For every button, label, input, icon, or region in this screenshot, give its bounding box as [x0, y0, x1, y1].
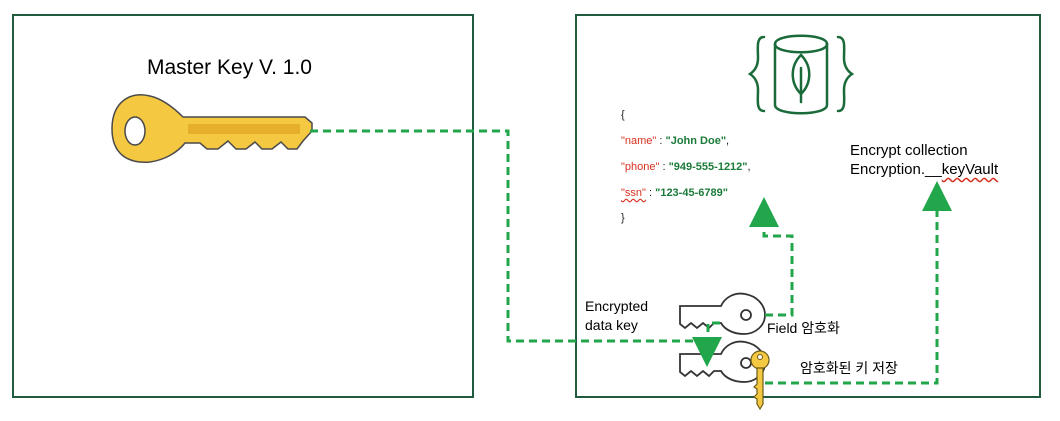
master-key-title: Master Key V. 1.0: [147, 56, 312, 79]
field-encryption-label: Field 암호화: [767, 320, 840, 336]
json-close-brace: }: [621, 212, 625, 224]
key-connector-line: [706, 321, 720, 338]
json-value: "123-45-6789": [655, 187, 728, 199]
master-key-to-data-key-arrow: [310, 129, 722, 367]
json-key: "ssn": [621, 187, 646, 199]
encrypted-key-stored-label: 암호화된 키 저장: [800, 360, 898, 376]
json-open-brace: {: [621, 109, 625, 121]
database-leaf-icon: [747, 34, 855, 115]
json-value: "John Doe": [665, 135, 727, 147]
json-key: "phone": [621, 161, 660, 173]
small-gold-key-icon: [750, 350, 770, 411]
encrypted-data-key-label: Encrypted data key: [585, 298, 649, 333]
json-field-ssn: "ssn" : "123-45-6789": [621, 187, 728, 199]
encrypt-collection-label: Encrypt collection Encryption.__keyVault: [850, 142, 999, 178]
json-field-phone: "phone" : "949-555-1212",: [621, 161, 751, 173]
json-field-name: "name" : "John Doe",: [621, 135, 730, 147]
keyvault-arrow: [765, 181, 952, 385]
data-key-to-document-arrow: [749, 197, 794, 317]
data-key-icon: [679, 292, 766, 335]
json-key: "name": [621, 135, 657, 147]
master-key-container: [12, 14, 474, 398]
master-key-icon: [111, 94, 313, 163]
json-value: "949-555-1212": [668, 161, 748, 173]
